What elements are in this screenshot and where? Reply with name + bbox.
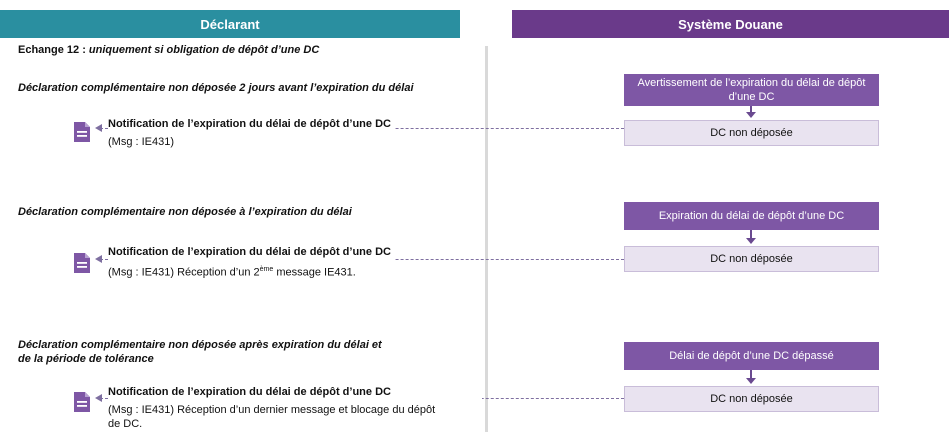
notification-title-1: Notification de l’expiration du délai de… xyxy=(108,118,391,130)
message-3-line2: de DC. xyxy=(108,418,143,430)
trigger-box-2: Expiration du délai de dépôt d’une DC xyxy=(624,202,879,230)
status-box-2: DC non déposée xyxy=(624,246,879,272)
section-2-title: Déclaration complémentaire non déposée à… xyxy=(18,206,352,218)
connector-arrow-3 xyxy=(746,378,756,384)
connector-arrow-1 xyxy=(746,112,756,118)
connector-1 xyxy=(750,106,752,113)
message-2-extra: message IE431. xyxy=(273,266,356,279)
section-1-notification: Notification de l’expiration du délai de… xyxy=(108,117,395,149)
document-icon xyxy=(74,392,90,412)
notification-title-3: Notification de l’expiration du délai de… xyxy=(108,386,391,398)
document-icon xyxy=(74,122,90,142)
section-3-title-line2: de la période de tolérance xyxy=(18,353,154,365)
status-box-1: DC non déposée xyxy=(624,120,879,146)
status-box-3: DC non déposée xyxy=(624,386,879,412)
arrow-head-1 xyxy=(95,124,102,132)
section-3-notification: Notification de l’expiration du délai de… xyxy=(108,385,482,431)
declarant-header: Déclarant xyxy=(0,10,460,38)
message-3-line1: (Msg : IE431) Réception d’un dernier mes… xyxy=(108,404,436,416)
connector-3 xyxy=(750,370,752,379)
section-1-title: Déclaration complémentaire non déposée 2… xyxy=(18,82,414,94)
intro-prefix: Echange 12 : xyxy=(18,44,89,56)
trigger-box-1: Avertissement de l’expiration du délai d… xyxy=(624,74,879,106)
message-2-sup: ème xyxy=(259,266,274,273)
section-2-notification: Notification de l’expiration du délai de… xyxy=(108,245,395,280)
section-3-title-line1: Déclaration complémentaire non déposée a… xyxy=(18,339,382,351)
connector-arrow-2 xyxy=(746,238,756,244)
lane-divider xyxy=(485,46,488,432)
notification-title-2: Notification de l’expiration du délai de… xyxy=(108,246,391,258)
intro-line: Echange 12 : uniquement si obligation de… xyxy=(18,44,319,56)
intro-text: uniquement si obligation de dépôt d’une … xyxy=(88,44,320,56)
trigger-box-3: Délai de dépôt d’une DC dépassé xyxy=(624,342,879,370)
document-icon xyxy=(74,253,90,273)
connector-2 xyxy=(750,230,752,239)
systeme-douane-header: Système Douane xyxy=(512,10,949,38)
arrow-head-3 xyxy=(95,394,102,402)
message-2: (Msg : IE431) Réception d’un 2ème messag… xyxy=(108,263,391,280)
arrow-head-2 xyxy=(95,255,102,263)
message-2-text: (Msg : IE431) Réception d’un 2 xyxy=(108,266,260,279)
message-1: (Msg : IE431) xyxy=(108,136,175,148)
